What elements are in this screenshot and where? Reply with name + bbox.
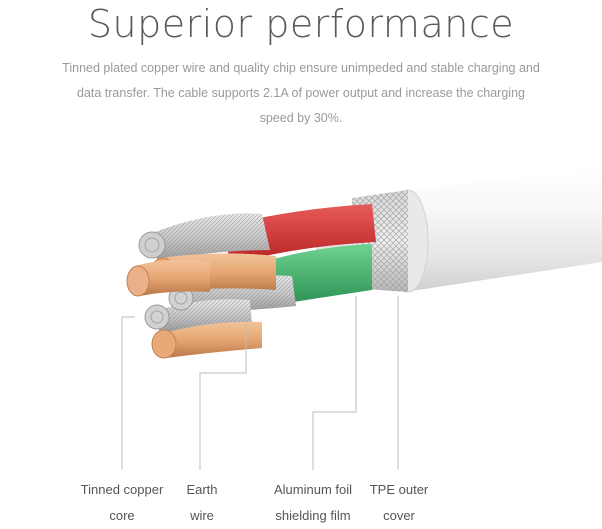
description-line-1: Tinned plated copper wire and quality ch…	[62, 61, 540, 75]
description: Tinned plated copper wire and quality ch…	[0, 56, 602, 131]
label-aluminum-foil-shielding-film: Aluminum foil shielding film	[273, 482, 353, 523]
page-title: Superior performance	[87, 2, 515, 46]
copper-cores	[126, 253, 276, 359]
leader-line-foil	[312, 296, 357, 470]
description-line-2: data transfer. The cable supports 2.1A o…	[77, 86, 525, 100]
leader-line-copper	[121, 316, 135, 470]
label-tpe-outer-cover: TPE outer cover	[369, 482, 429, 523]
tpe-outer-cover	[387, 168, 602, 293]
leader-line-earth	[199, 324, 247, 470]
label-tinned-copper-core: Tinned copper core	[80, 482, 164, 523]
description-line-3: speed by 30%.	[259, 111, 343, 125]
label-earth-wire: Earth wire	[186, 482, 218, 523]
leader-lines	[121, 296, 399, 470]
